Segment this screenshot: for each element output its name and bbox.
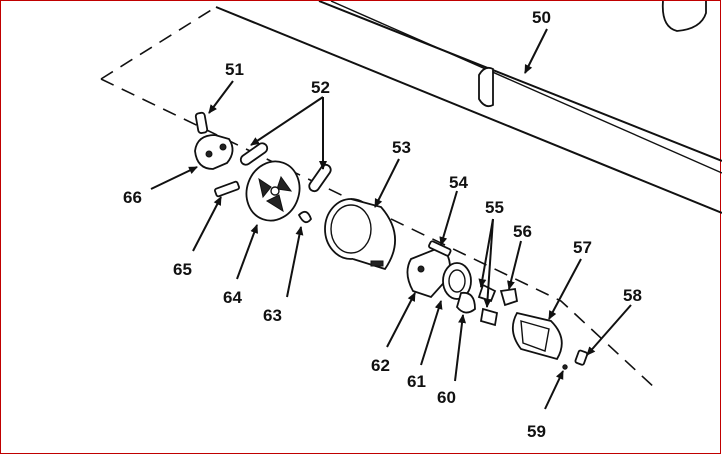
part-64-cam-disc — [245, 160, 301, 222]
label-50: 50 — [532, 8, 551, 27]
part-63-clip — [297, 210, 313, 224]
label-57: 57 — [573, 238, 592, 257]
part-53-sleeve — [324, 198, 396, 271]
label-65: 65 — [173, 260, 192, 279]
part-58-pin — [574, 349, 589, 366]
label-54: 54 — [449, 173, 468, 192]
label-63: 63 — [263, 306, 282, 325]
label-64: 64 — [223, 288, 242, 307]
column-tube — [215, 1, 722, 214]
label-59: 59 — [527, 422, 546, 441]
label-53: 53 — [392, 138, 411, 157]
label-58: 58 — [623, 286, 642, 305]
label-62: 62 — [371, 356, 390, 375]
part-57-housing — [511, 311, 563, 361]
label-66: 66 — [123, 188, 142, 207]
alignment-line-upper — [100, 6, 217, 80]
wheel-fragment — [661, 1, 707, 32]
part-52-links — [239, 142, 332, 193]
leader-arrows — [150, 28, 632, 410]
part-56-spring — [499, 287, 519, 307]
label-51: 51 — [225, 60, 244, 79]
label-60: 60 — [437, 388, 456, 407]
part-65-screw — [214, 180, 240, 198]
label-52: 52 — [311, 78, 330, 97]
part-59-ball — [562, 364, 568, 370]
label-56: 56 — [513, 222, 532, 241]
label-61: 61 — [407, 372, 426, 391]
part-66-lever — [194, 134, 234, 170]
part-51-pin — [194, 111, 209, 134]
part-60-61-assembly — [442, 262, 476, 314]
label-55: 55 — [485, 198, 504, 217]
callout-labels: 50 51 52 53 54 55 56 57 58 59 60 61 62 6… — [123, 8, 642, 441]
